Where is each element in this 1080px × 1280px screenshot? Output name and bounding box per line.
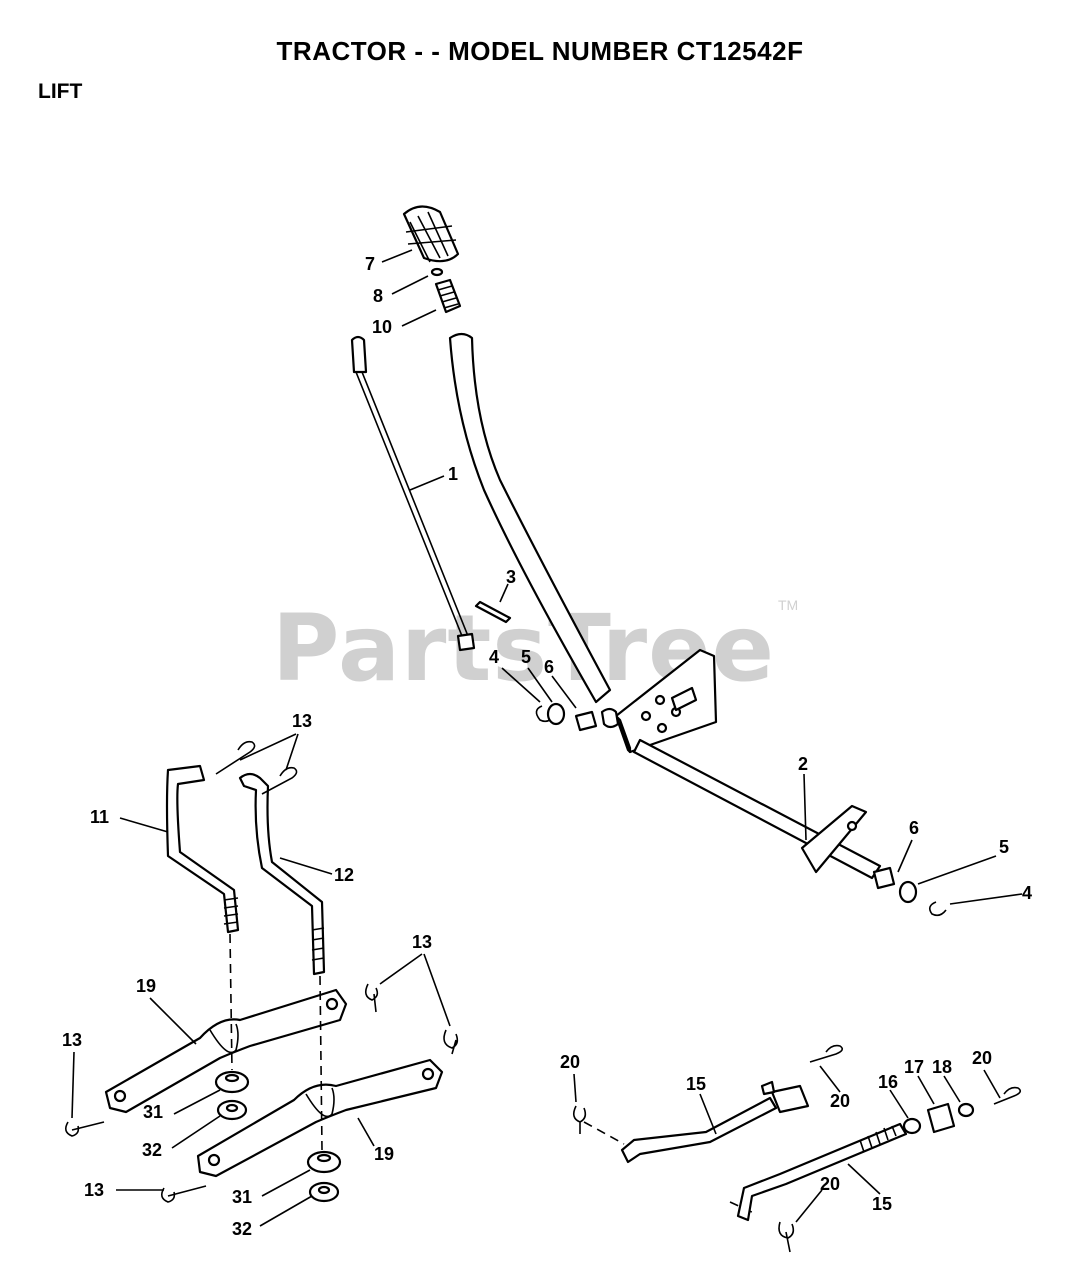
- part-washer-right: [898, 880, 918, 904]
- callout-15-lower: 15: [872, 1194, 892, 1214]
- callout-31-lower: 31: [232, 1187, 252, 1207]
- callout-10: 10: [372, 317, 392, 337]
- part-cotter-pins: [64, 740, 459, 1203]
- callout-12: 12: [334, 865, 354, 885]
- callout-17: 17: [904, 1057, 924, 1077]
- alignment-line: [583, 1121, 625, 1145]
- callout-1: 1: [448, 464, 458, 484]
- part-lift-arm-upper: [104, 988, 348, 1114]
- callout-7: 7: [365, 254, 375, 274]
- callout-13-top: 13: [292, 711, 312, 731]
- part-nuts: [214, 1070, 342, 1203]
- watermark-trademark: TM: [778, 597, 798, 613]
- callout-4-right: 4: [1022, 883, 1032, 903]
- part-lift-rod: [350, 335, 476, 652]
- callout-6-left: 6: [544, 657, 554, 677]
- callout-2: 2: [798, 754, 808, 774]
- part-adjuster: [902, 1102, 975, 1135]
- callout-15-upper: 15: [686, 1074, 706, 1094]
- part-lift-shaft: [574, 648, 896, 890]
- callout-18: 18: [932, 1057, 952, 1077]
- callout-32-upper: 32: [142, 1140, 162, 1160]
- callout-13-left: 13: [62, 1030, 82, 1050]
- callout-32-lower: 32: [232, 1219, 252, 1239]
- page-title: TRACTOR - - MODEL NUMBER CT12542F: [276, 36, 804, 66]
- callout-20-left: 20: [560, 1052, 580, 1072]
- callout-3: 3: [506, 567, 516, 587]
- callout-5-left: 5: [521, 647, 531, 667]
- part-washer-left: [546, 702, 566, 726]
- leader-lines: [71, 249, 1023, 1227]
- part-lift-arm-lower: [196, 1058, 444, 1178]
- callout-31-upper: 31: [143, 1102, 163, 1122]
- alignment-line: [229, 933, 233, 1071]
- part-grip: [402, 205, 460, 263]
- callout-5-right: 5: [999, 837, 1009, 857]
- callout-labels: 7 8 10 1 3 4 5 6 2 6 5 4 13 11 12 13 19 …: [62, 254, 1032, 1239]
- callout-13-bottom: 13: [84, 1180, 104, 1200]
- callout-16: 16: [878, 1072, 898, 1092]
- callout-19-lower: 19: [374, 1144, 394, 1164]
- part-spring: [434, 278, 462, 314]
- part-clip-right: [928, 901, 947, 917]
- alignment-line: [729, 1201, 757, 1215]
- part-rod-15-lower: [736, 1122, 908, 1222]
- section-label: LIFT: [38, 80, 83, 103]
- callout-11: 11: [90, 807, 109, 827]
- part-hair-pins: [572, 1044, 1022, 1253]
- callout-6-right: 6: [909, 818, 919, 838]
- callout-13-right: 13: [412, 932, 432, 952]
- part-rod-15-upper: [620, 1080, 810, 1164]
- callout-8: 8: [373, 286, 383, 306]
- part-link-rod-11: [165, 764, 240, 934]
- callout-19-upper: 19: [136, 976, 156, 996]
- part-link-rod-12: [238, 772, 326, 976]
- callout-20-mid: 20: [830, 1091, 850, 1111]
- callout-4-left: 4: [489, 647, 499, 667]
- part-handle-tube: [448, 332, 612, 704]
- part-washer-small: [430, 267, 444, 277]
- callout-20-bottom: 20: [820, 1174, 840, 1194]
- callout-20-right: 20: [972, 1048, 992, 1068]
- part-pin: [474, 600, 512, 624]
